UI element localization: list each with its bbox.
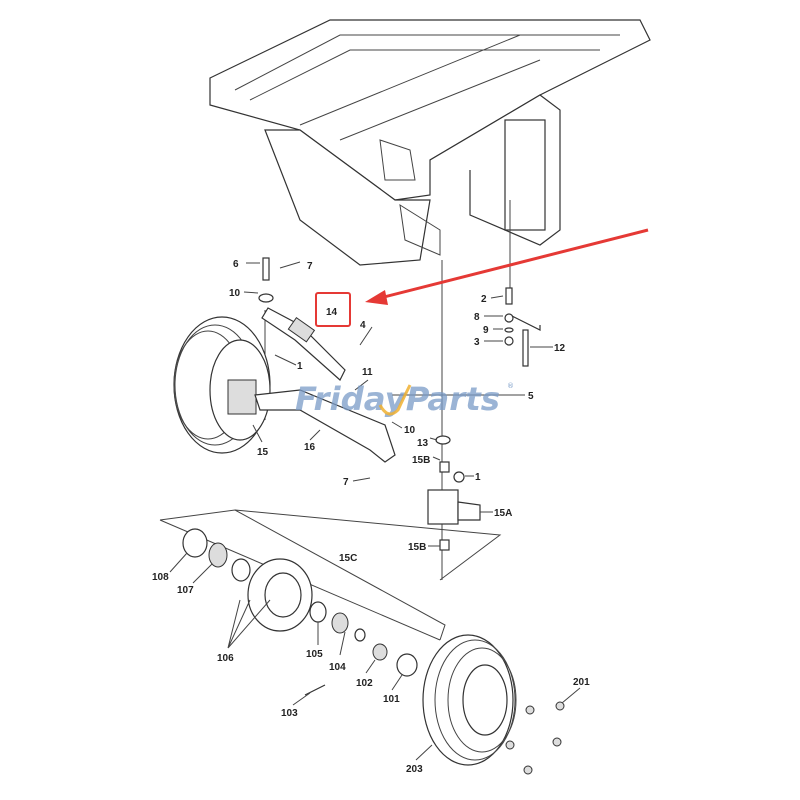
callout: 15 bbox=[257, 447, 269, 458]
callout: 15B bbox=[412, 455, 430, 466]
callout: 12 bbox=[554, 343, 566, 354]
callout: 9 bbox=[483, 325, 489, 336]
callout: 4 bbox=[360, 320, 366, 331]
callout: 102 bbox=[356, 678, 373, 689]
callout: 10 bbox=[229, 288, 241, 299]
callout: 101 bbox=[383, 694, 400, 705]
callout: 8 bbox=[474, 312, 480, 323]
highlight-box bbox=[315, 292, 351, 327]
callout: 13 bbox=[417, 438, 429, 449]
callout: 10 bbox=[404, 425, 416, 436]
callout: 11 bbox=[362, 367, 373, 378]
fridayparts-watermark: FridayParts ® bbox=[295, 380, 514, 418]
callout: 104 bbox=[329, 662, 346, 673]
callout: 201 bbox=[573, 677, 590, 688]
truck-frame bbox=[209, 19, 651, 266]
callout: 107 bbox=[177, 585, 194, 596]
svg-text:®: ® bbox=[507, 382, 514, 390]
callout: 103 bbox=[281, 708, 298, 719]
callout: 15C bbox=[339, 553, 357, 564]
callout: 6 bbox=[233, 259, 239, 270]
callout: 106 bbox=[217, 653, 234, 664]
callout: 2 bbox=[481, 294, 487, 305]
callout: 3 bbox=[474, 337, 480, 348]
callout: 7 bbox=[307, 261, 313, 272]
callout: 7 bbox=[343, 477, 349, 488]
callout: 108 bbox=[152, 572, 169, 583]
hub-assembly bbox=[182, 528, 418, 696]
right-wheel bbox=[422, 634, 565, 775]
callout: 1 bbox=[475, 472, 481, 483]
callout-labels: 6 7 10 4 1 11 5 10 15 16 2 8 9 3 12 13 1… bbox=[152, 259, 590, 775]
callout: 16 bbox=[304, 442, 316, 453]
callout: 203 bbox=[406, 764, 423, 775]
callout: 105 bbox=[306, 649, 323, 660]
callout: 5 bbox=[528, 391, 534, 402]
callout: 1 bbox=[297, 361, 303, 372]
callout-14: 14 bbox=[326, 307, 338, 318]
callout: 15A bbox=[494, 508, 512, 519]
callout: 15B bbox=[408, 542, 426, 553]
left-wheel bbox=[173, 316, 271, 454]
